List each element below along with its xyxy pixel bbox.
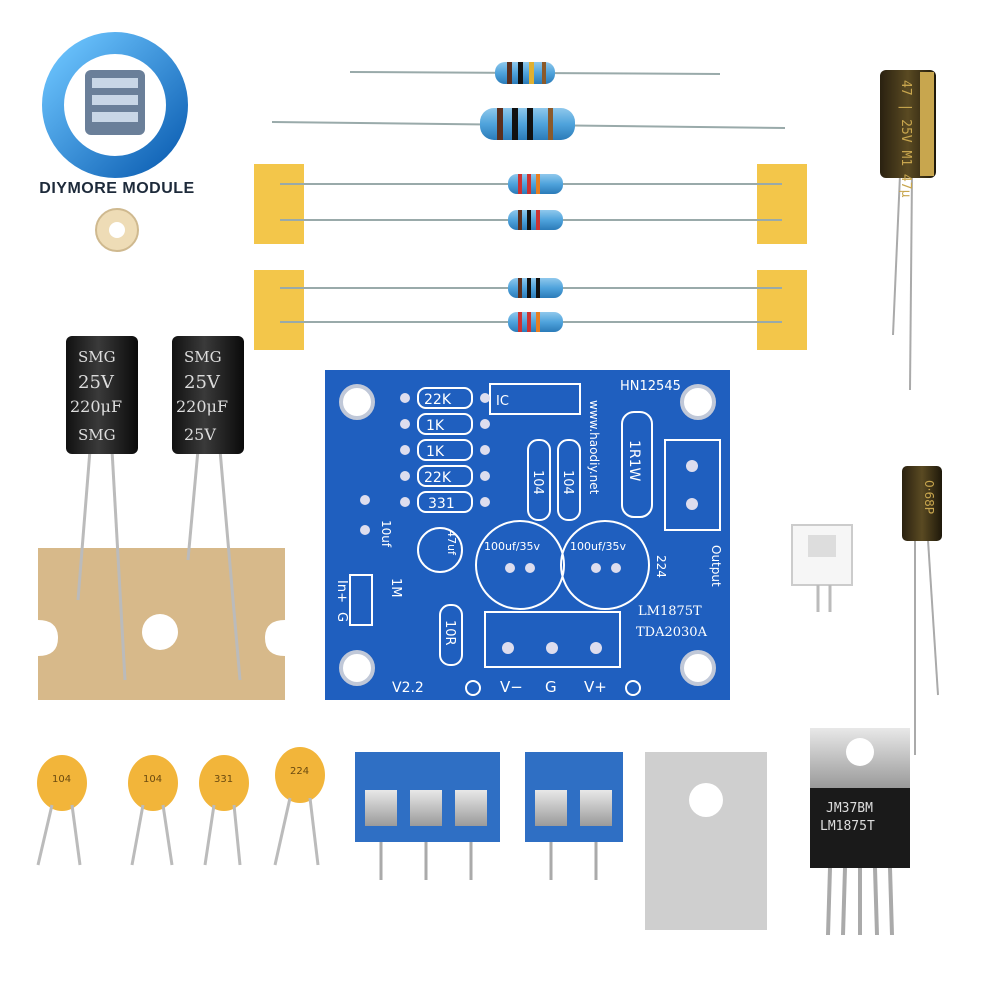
pcb-chip-1: LM1875T bbox=[638, 604, 702, 619]
capacitor-large-2: SMG 25V 220μF 25V bbox=[172, 336, 244, 681]
brand-logo bbox=[42, 32, 188, 178]
cap1-line2: 25V bbox=[78, 372, 115, 393]
pcb-input-g: G bbox=[334, 612, 349, 622]
pcb-resistor-labels: 22K 1K 1K 22K 331 bbox=[417, 387, 473, 513]
ceramic-cap-3-label: 331 bbox=[214, 774, 233, 785]
pcb-r5: 331 bbox=[428, 496, 455, 512]
pcb-board: HN12545 www.haodiy.net IC 22K 1K 1K 22K … bbox=[325, 370, 730, 700]
cap1-line1: SMG bbox=[78, 348, 116, 366]
pcb-ic-label: IC bbox=[496, 394, 509, 409]
pcb-chip-2: TDA2030A bbox=[636, 625, 708, 640]
terminal-block-2pin bbox=[525, 752, 623, 880]
brand-name: DIYMORE MODULE bbox=[39, 180, 195, 197]
pcb-r3: 1K bbox=[426, 444, 445, 460]
capacitor-small-top: 47 | 25V M1 47μ bbox=[880, 70, 936, 391]
pcb-smallcap-b: 47uf bbox=[445, 530, 458, 556]
ceramic-cap-4-label: 224 bbox=[290, 766, 309, 777]
tape-strip bbox=[38, 548, 285, 700]
pcb-label-10r: 10R bbox=[442, 620, 457, 646]
ic-chip-lm1875: JM37BM LM1875T bbox=[810, 728, 910, 936]
pcb-model: HN12545 bbox=[620, 379, 681, 394]
resistors-group bbox=[254, 62, 807, 350]
pcb-r1: 22K bbox=[424, 392, 452, 408]
pcb-label-1m: 1M bbox=[388, 578, 403, 598]
washer bbox=[95, 208, 139, 252]
capacitor-large-1: SMG 25V 220μF SMG bbox=[66, 336, 138, 681]
cap2-line2: 25V bbox=[184, 372, 221, 393]
pcb-bigcap-b: 100uf/35v bbox=[570, 540, 627, 553]
pcb-power-vplus: V+ bbox=[584, 678, 607, 696]
thermal-pad bbox=[645, 752, 767, 930]
ic-chip-line2: LM1875T bbox=[820, 819, 875, 834]
pcb-label-224: 224 bbox=[654, 555, 668, 578]
white-jst-connector bbox=[791, 524, 853, 612]
pcb-r2: 1K bbox=[426, 418, 445, 434]
pcb-smallcap-a: 10uf bbox=[379, 520, 393, 548]
capacitor-small-right-label: 0·68P bbox=[922, 480, 936, 514]
ceramic-cap-2-label: 104 bbox=[143, 774, 162, 785]
cap1-line4: SMG bbox=[78, 426, 116, 444]
cap2-line3: 220μF bbox=[176, 397, 228, 416]
pcb-cap-104-b: 104 bbox=[560, 470, 575, 495]
pcb-power-resistor: 1R1W bbox=[626, 440, 642, 482]
pcb-power-vminus: V− bbox=[500, 678, 523, 696]
pcb-r4: 22K bbox=[424, 470, 452, 486]
pcb-version: V2.2 bbox=[392, 680, 424, 696]
cap2-line1: SMG bbox=[184, 348, 222, 366]
ic-chip-line1: JM37BM bbox=[826, 801, 873, 816]
ceramic-caps: 104 104 331 224 bbox=[36, 747, 325, 866]
ceramic-cap-1-label: 104 bbox=[52, 774, 71, 785]
cap1-line3: 220μF bbox=[70, 397, 122, 416]
terminal-block-3pin bbox=[355, 752, 500, 880]
pcb-output-label: Output bbox=[709, 545, 723, 587]
pcb-input-in: In+ bbox=[334, 580, 349, 603]
pcb-bigcap-a: 100uf/35v bbox=[484, 540, 541, 553]
pcb-power-g: G bbox=[545, 678, 557, 696]
capacitor-small-right: 0·68P bbox=[902, 466, 942, 755]
capacitor-small-top-label: 47 | 25V M1 47μ bbox=[898, 80, 913, 198]
cap2-line4: 25V bbox=[184, 425, 216, 444]
pcb-cap-104-a: 104 bbox=[530, 470, 545, 495]
pcb-url: www.haodiy.net bbox=[587, 400, 601, 495]
